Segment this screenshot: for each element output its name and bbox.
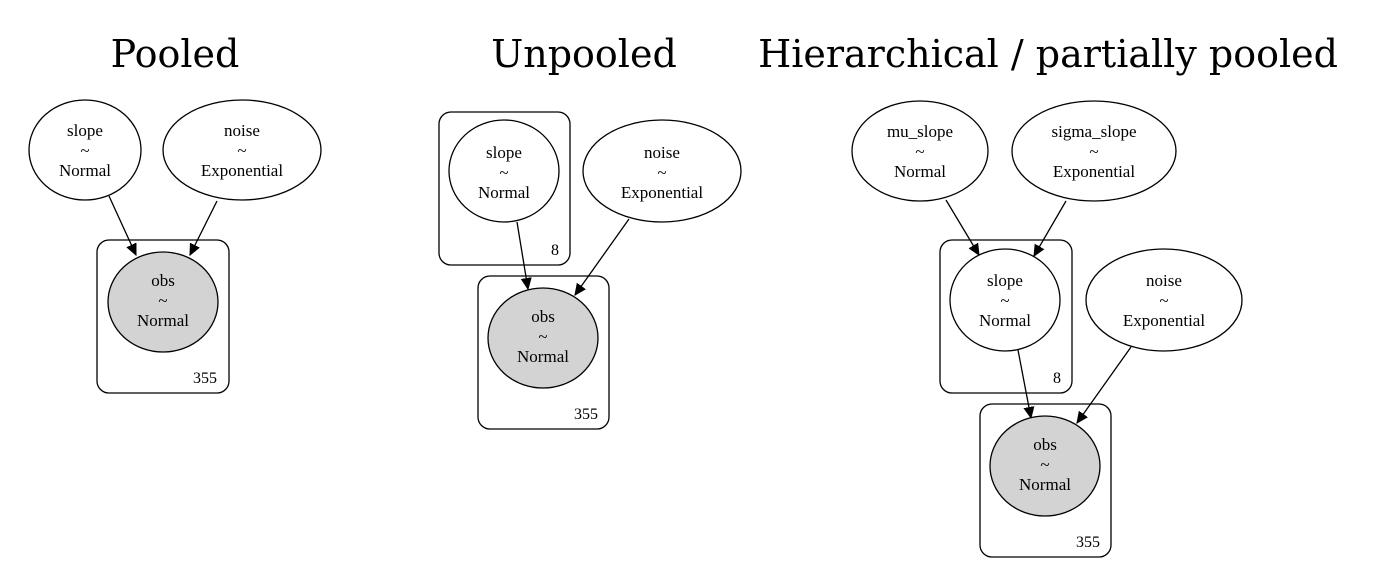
unpooled-edge-slope-obs — [516, 221, 528, 289]
unpooled-node-slope: slope ~ Normal — [448, 119, 560, 223]
hierarchical-node-slope: slope ~ Normal — [949, 248, 1061, 352]
unpooled-plate-obs — [477, 275, 610, 430]
node-name: obs — [151, 271, 175, 290]
node-dist: Exponential — [1123, 311, 1205, 330]
hierarchical-node-mu-slope: mu_slope ~ Normal — [851, 100, 989, 202]
hierarchical-edge-mu-slope-slope — [945, 199, 979, 255]
node-name: noise — [1146, 271, 1182, 290]
unpooled-plate-obs-count: 355 — [574, 406, 598, 423]
pooled-node-obs: obs ~ Normal — [107, 251, 219, 353]
node-name: slope — [987, 271, 1023, 290]
node-tilde: ~ — [158, 291, 167, 310]
node-name: noise — [224, 121, 260, 140]
hierarchical-plate-obs — [979, 403, 1112, 558]
pooled-plate-obs-count: 355 — [193, 370, 217, 387]
node-tilde: ~ — [80, 141, 89, 160]
hierarchical-edge-noise-obs — [1077, 346, 1132, 423]
node-name: obs — [1033, 435, 1057, 454]
node-tilde: ~ — [1089, 142, 1098, 161]
node-dist: Normal — [59, 161, 111, 180]
node-tilde: ~ — [1000, 291, 1009, 310]
node-tilde: ~ — [499, 163, 508, 182]
hierarchical-title: Hierarchical / partially pooled — [758, 32, 1338, 76]
node-dist: Exponential — [201, 161, 283, 180]
pooled-diagram: Pooled 355 slope ~ Normal noise ~ Expone… — [28, 32, 322, 394]
pooled-edge-slope-obs — [108, 195, 137, 255]
node-tilde: ~ — [1159, 291, 1168, 310]
unpooled-edge-noise-obs — [575, 218, 630, 295]
node-name: sigma_slope — [1052, 122, 1137, 141]
unpooled-node-obs: obs ~ Normal — [487, 287, 599, 389]
hierarchical-node-sigma-slope: sigma_slope ~ Exponential — [1011, 100, 1177, 202]
hierarchical-node-obs: obs ~ Normal — [989, 415, 1101, 517]
node-dist: Exponential — [621, 183, 703, 202]
unpooled-title: Unpooled — [491, 32, 677, 76]
pooled-title: Pooled — [111, 32, 240, 76]
unpooled-plate-slope — [438, 111, 571, 266]
node-tilde: ~ — [657, 163, 666, 182]
pooled-plate-obs — [96, 239, 230, 394]
hierarchical-plate-slope — [939, 239, 1073, 394]
unpooled-node-noise: noise ~ Exponential — [582, 119, 742, 223]
node-dist: Normal — [1019, 475, 1071, 494]
node-tilde: ~ — [237, 141, 246, 160]
node-dist: Normal — [517, 347, 569, 366]
node-dist: Normal — [979, 311, 1031, 330]
node-tilde: ~ — [1040, 455, 1049, 474]
node-name: mu_slope — [887, 122, 953, 141]
hierarchical-diagram: Hierarchical / partially pooled 8 355 mu… — [758, 32, 1338, 558]
hierarchical-edge-sigma-slope-slope — [1034, 200, 1067, 256]
node-name: obs — [531, 307, 555, 326]
pooled-edge-noise-obs — [189, 200, 218, 255]
hierarchical-node-noise: noise ~ Exponential — [1085, 248, 1243, 352]
node-name: slope — [486, 143, 522, 162]
pooled-node-slope: slope ~ Normal — [28, 99, 142, 201]
node-tilde: ~ — [538, 327, 547, 346]
node-dist: Normal — [894, 162, 946, 181]
node-dist: Normal — [478, 183, 530, 202]
node-name: slope — [67, 121, 103, 140]
hierarchical-plate-slope-count: 8 — [1053, 370, 1061, 387]
unpooled-plate-slope-count: 8 — [551, 242, 559, 259]
node-tilde: ~ — [915, 142, 924, 161]
unpooled-diagram: Unpooled 8 355 slope ~ Normal noise ~ Ex… — [438, 32, 742, 430]
node-dist: Normal — [137, 311, 189, 330]
node-name: noise — [644, 143, 680, 162]
hierarchical-plate-obs-count: 355 — [1076, 534, 1100, 551]
hierarchical-edge-slope-obs — [1017, 349, 1031, 418]
node-dist: Exponential — [1053, 162, 1135, 181]
pooled-node-noise: noise ~ Exponential — [162, 99, 322, 201]
